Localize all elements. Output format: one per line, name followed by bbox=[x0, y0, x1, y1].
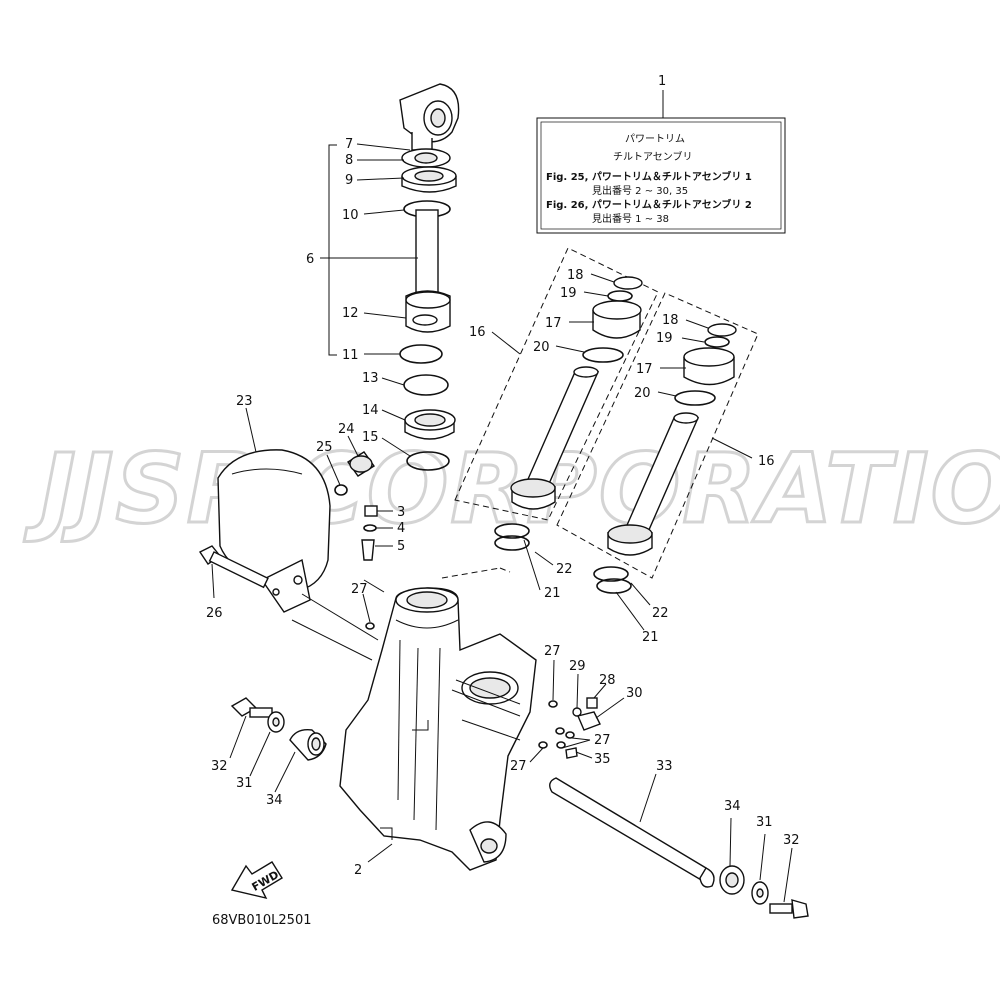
callout-21-b: 21 bbox=[642, 630, 659, 645]
small-parts bbox=[326, 435, 393, 630]
callout-28: 28 bbox=[599, 673, 616, 688]
info-box: 1 パワートリム チルトアセンブリ Fig. 25, パワートリム＆チルトアセン… bbox=[536, 74, 786, 234]
callout-29: 29 bbox=[569, 659, 586, 674]
callout-13: 13 bbox=[362, 371, 379, 386]
callout-35: 35 bbox=[594, 752, 611, 767]
callout-2: 2 bbox=[354, 863, 362, 878]
callout-33: 33 bbox=[656, 759, 673, 774]
callout-22-b: 22 bbox=[652, 606, 669, 621]
callout-27-c: 27 bbox=[594, 733, 611, 748]
callout-27-b: 27 bbox=[544, 644, 561, 659]
callout-19-a: 19 bbox=[560, 286, 577, 301]
callout-1: 1 bbox=[658, 74, 666, 89]
callout-17-a: 17 bbox=[545, 316, 562, 331]
bracket-body bbox=[291, 567, 537, 871]
callout-18-b: 18 bbox=[662, 313, 679, 328]
callout-19-b: 19 bbox=[656, 331, 673, 346]
callout-31-b: 31 bbox=[756, 815, 773, 830]
callout-8: 8 bbox=[345, 153, 353, 168]
left-fasteners bbox=[229, 697, 327, 793]
callout-25: 25 bbox=[316, 440, 333, 455]
fwd-arrow: FWD bbox=[230, 861, 283, 900]
callout-30: 30 bbox=[626, 686, 643, 701]
callout-34-b: 34 bbox=[724, 799, 741, 814]
callout-34-a: 34 bbox=[266, 793, 283, 808]
info-fig25-range: 見出番号 2 ~ 30, 35 bbox=[592, 184, 688, 197]
trim-ram-leaders bbox=[491, 273, 753, 631]
info-title-2: チルトアセンブリ bbox=[613, 150, 693, 163]
trim-ram-left bbox=[454, 247, 659, 551]
callout-9: 9 bbox=[345, 173, 353, 188]
callout-20-b: 20 bbox=[634, 386, 651, 401]
callout-4: 4 bbox=[397, 521, 405, 536]
callout-20-a: 20 bbox=[533, 340, 550, 355]
callout-5: 5 bbox=[397, 539, 405, 554]
callout-23: 23 bbox=[236, 394, 253, 409]
callout-31-a: 31 bbox=[236, 776, 253, 791]
right-fasteners bbox=[719, 817, 809, 919]
callout-16-a: 16 bbox=[469, 325, 486, 340]
callout-32-a: 32 bbox=[211, 759, 228, 774]
callout-24: 24 bbox=[338, 422, 355, 437]
callout-22-a: 22 bbox=[556, 562, 573, 577]
callout-32-b: 32 bbox=[783, 833, 800, 848]
callout-17-b: 17 bbox=[636, 362, 653, 377]
tilt-shaft bbox=[549, 773, 715, 888]
bolt-26 bbox=[198, 545, 269, 599]
info-title-1: パワートリム bbox=[625, 133, 685, 145]
callout-16-b: 16 bbox=[758, 454, 775, 469]
callout-3: 3 bbox=[397, 505, 405, 520]
info-fig26-range: 見出番号 1 ~ 38 bbox=[592, 212, 669, 225]
callout-7: 7 bbox=[345, 137, 353, 152]
callout-26: 26 bbox=[206, 606, 223, 621]
callout-12: 12 bbox=[342, 306, 359, 321]
callout-27-d: 27 bbox=[510, 759, 527, 774]
valve-small-parts bbox=[529, 659, 625, 763]
callout-15: 15 bbox=[362, 430, 379, 445]
callout-27-a: 27 bbox=[351, 582, 368, 597]
callout-11: 11 bbox=[342, 348, 359, 363]
callout-10: 10 bbox=[342, 208, 359, 223]
drawing-code: 68VB010L2501 bbox=[212, 913, 312, 928]
info-fig25: Fig. 25, パワートリム＆チルトアセンブリ 1 bbox=[546, 170, 752, 183]
cylinder-leaders bbox=[356, 143, 411, 457]
callout-14: 14 bbox=[362, 403, 379, 418]
callout-21-a: 21 bbox=[544, 586, 561, 601]
callout-18-a: 18 bbox=[567, 268, 584, 283]
callout-numbers: 7 8 9 10 6 12 11 13 14 15 24 23 25 3 4 5… bbox=[206, 137, 800, 878]
trim-ram-right bbox=[556, 292, 759, 594]
tilt-cylinder-assembly bbox=[320, 83, 460, 471]
cover-part bbox=[217, 407, 331, 613]
info-fig26: Fig. 26, パワートリム＆チルトアセンブリ 2 bbox=[546, 198, 752, 211]
callout-6: 6 bbox=[306, 252, 314, 267]
